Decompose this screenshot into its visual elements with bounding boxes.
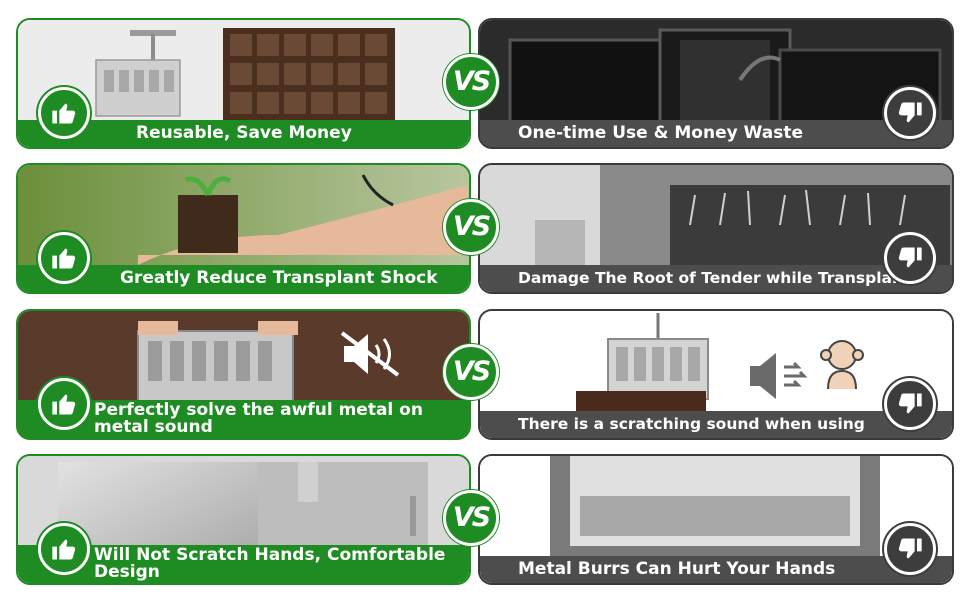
thumbs-down-icon [884, 378, 936, 430]
con-caption: There is a scratching sound when using [480, 411, 952, 438]
con-card-scratching: There is a scratching sound when using [478, 309, 954, 440]
thumbs-down-icon [884, 87, 936, 139]
con-caption: One-time Use & Money Waste [480, 120, 952, 147]
thumbs-up-icon [38, 523, 90, 575]
pro-caption: Perfectly solve the awful metal on metal… [18, 400, 469, 438]
thumbs-up-icon [38, 87, 90, 139]
vs-badge: VS [443, 54, 499, 110]
vs-badge: VS [443, 490, 499, 546]
pro-caption: Reusable, Save Money [18, 120, 469, 147]
pro-card-quiet: Perfectly solve the awful metal on metal… [16, 309, 471, 440]
con-caption: Metal Burrs Can Hurt Your Hands [480, 556, 952, 583]
muted-speaker-icon [340, 331, 400, 377]
covering-ears-person-icon [820, 340, 864, 389]
con-card-metal-burrs: Metal Burrs Can Hurt Your Hands [478, 454, 954, 585]
vs-badge: VS [443, 199, 499, 255]
con-card-root-damage: Damage The Root of Tender while Transpla… [478, 163, 954, 294]
vs-badge: VS [443, 344, 499, 400]
pro-caption: Greatly Reduce Transplant Shock [18, 265, 469, 292]
thumbs-up-icon [38, 378, 90, 430]
pro-caption: Will Not Scratch Hands, Comfortable Desi… [18, 545, 469, 583]
con-caption: Damage The Root of Tender while Transpla… [480, 265, 952, 292]
con-card-one-time-use: One-time Use & Money Waste [478, 18, 954, 149]
thumbs-down-icon [884, 232, 936, 284]
pro-card-transplant: Greatly Reduce Transplant Shock [16, 163, 471, 294]
thumbs-down-icon [884, 523, 936, 575]
thumbs-up-icon [38, 232, 90, 284]
pro-card-no-scratch: Will Not Scratch Hands, Comfortable Desi… [16, 454, 471, 585]
pro-card-reusable: Reusable, Save Money [16, 18, 471, 149]
loud-speaker-icon [750, 353, 808, 399]
